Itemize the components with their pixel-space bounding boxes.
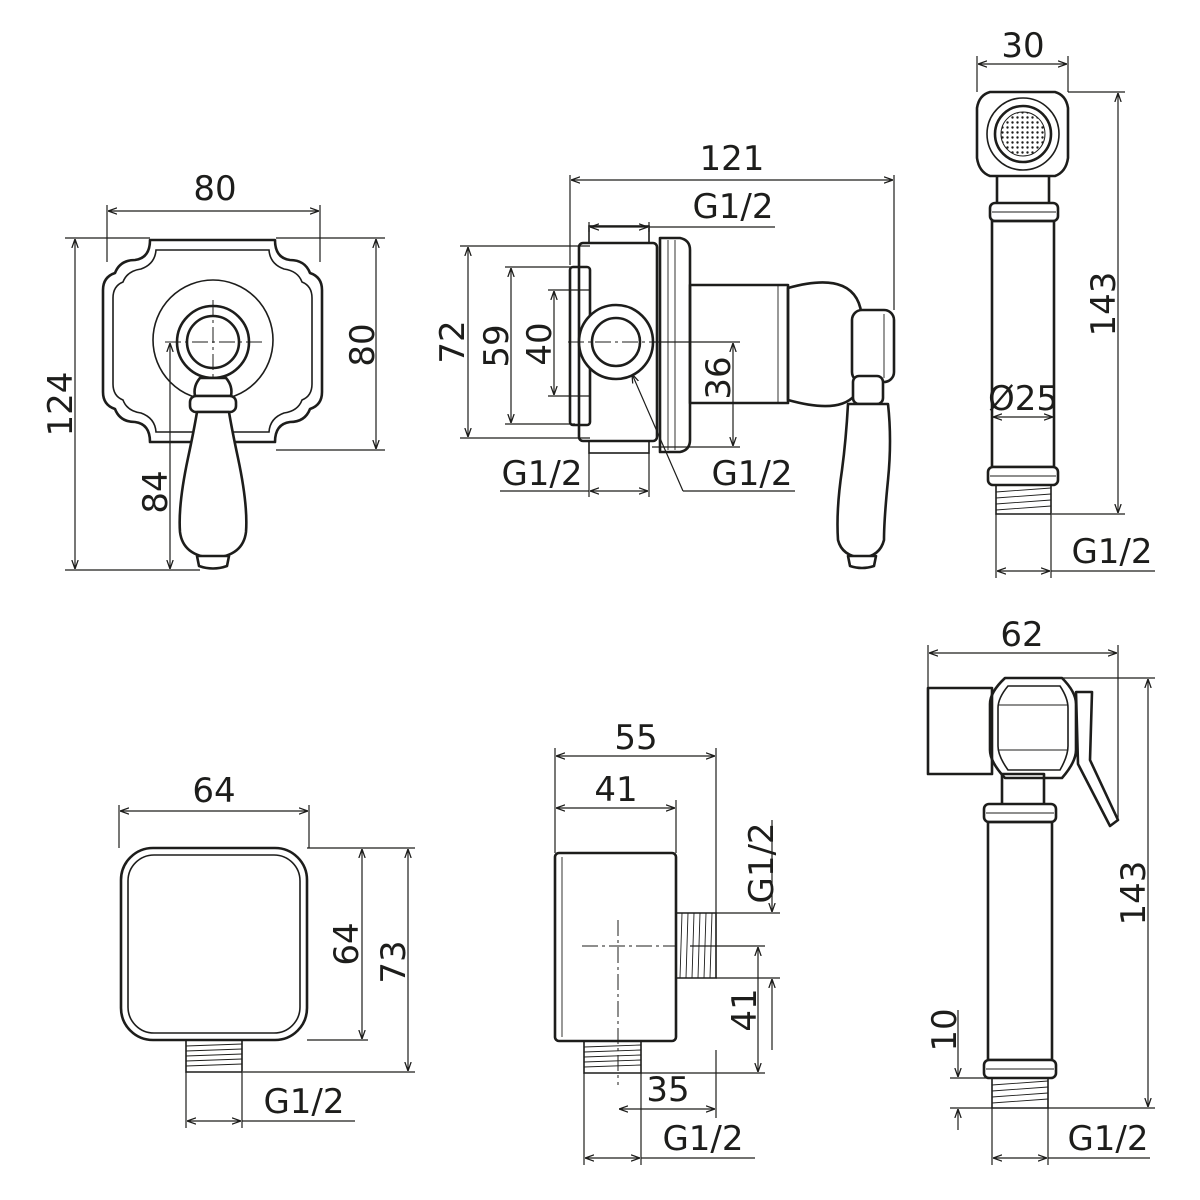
outlet-side-view: 55 41 G1/2 41 35 G1/2 [553, 718, 782, 1165]
hand-shower-side-thread-length-label: 10 [925, 1008, 965, 1051]
outlet-side-outlet-height-label: 41 [725, 988, 765, 1031]
mixer-lever-tip [195, 554, 231, 570]
hand-shower-thread [995, 485, 1052, 515]
outlet-front-plate [119, 846, 309, 1042]
mixer-side-height-outer-label: 72 [433, 320, 473, 363]
mixer-front-lever-offset-label: 84 [136, 470, 176, 513]
mixer-side-depth-label: 121 [700, 139, 765, 179]
mixer-side-side-thread-label: G1/2 [711, 454, 792, 494]
mixer-side-height-inner-label: 40 [520, 322, 560, 365]
hand-shower-head [975, 90, 1070, 178]
mixer-lever-handle [178, 410, 248, 560]
mixer-front-height-label: 124 [41, 372, 81, 437]
mixer-side-bottom-thread-label: G1/2 [501, 454, 582, 494]
outlet-side-body-depth-label: 41 [594, 770, 637, 810]
mixer-side-body-width-label: 36 [699, 356, 739, 399]
hand-shower-side-head [988, 676, 1078, 780]
outlet-front-width-label: 64 [192, 771, 235, 811]
mixer-side-height-mid-label: 59 [477, 324, 517, 367]
hand-shower-side-length-label: 143 [1114, 861, 1154, 926]
hand-shower-nozzle-mesh [1000, 111, 1046, 157]
mixer-lever-neck [193, 376, 233, 398]
outlet-front-total-height-label: 73 [374, 940, 414, 983]
mixer-side-bottom-thread [588, 440, 650, 454]
mixer-side-knob-cap [850, 308, 896, 384]
mixer-front-view: 80 124 80 84 [41, 169, 385, 571]
mixer-side-outlet-inner [590, 316, 642, 368]
hand-shower-side-trigger [1074, 690, 1120, 828]
mixer-side-lever-tip [846, 554, 878, 570]
outlet-front-view: 64 64 73 G1/2 [118, 771, 415, 1128]
hand-shower-side-nozzle [926, 686, 994, 776]
outlet-front-plate-height-label: 64 [327, 922, 367, 965]
mixer-side-lever-base [851, 374, 885, 406]
mixer-side-top-thread-label: G1/2 [692, 187, 773, 227]
hand-shower-side-view: 62 143 10 G1/2 [925, 615, 1155, 1165]
outlet-side-back-thread-label: G1/2 [742, 822, 782, 903]
hand-shower-neck [995, 176, 1051, 207]
mixer-lever-collar [188, 394, 238, 414]
outlet-side-body [553, 851, 678, 1043]
hand-shower-thread-label: G1/2 [1071, 532, 1152, 572]
hand-shower-side-thread-label: G1/2 [1067, 1119, 1148, 1159]
mixer-side-wall-plate [658, 236, 692, 454]
outlet-front-thread-label: G1/2 [263, 1082, 344, 1122]
mixer-side-lever-handle [836, 402, 892, 560]
hand-shower-length-label: 143 [1084, 272, 1124, 337]
hand-shower-side-width-label: 62 [1000, 615, 1043, 655]
outlet-side-bottom-thread-label: G1/2 [662, 1119, 743, 1159]
mixer-cover-plate [101, 238, 324, 444]
hand-shower-side-thread [991, 1078, 1049, 1109]
mixer-side-view: 121 G1/2 72 59 40 36 G1/2 G1/2 [433, 139, 896, 570]
mixer-cover-plate-inner [112, 249, 313, 433]
outlet-side-offset-label: 35 [646, 1070, 689, 1110]
hand-shower-diameter-label: Ø25 [988, 379, 1058, 419]
mixer-front-plate-height-label: 80 [343, 323, 383, 366]
mixer-front-width-label: 80 [193, 169, 236, 209]
hand-shower-head-width-label: 30 [1001, 26, 1044, 66]
outlet-side-depth-label: 55 [614, 718, 657, 758]
hand-shower-body [990, 219, 1056, 469]
hand-shower-front-view: 30 143 Ø25 G1/2 [975, 26, 1155, 578]
mixer-side-top-thread [588, 225, 650, 244]
hand-shower-side-body [986, 820, 1054, 1062]
